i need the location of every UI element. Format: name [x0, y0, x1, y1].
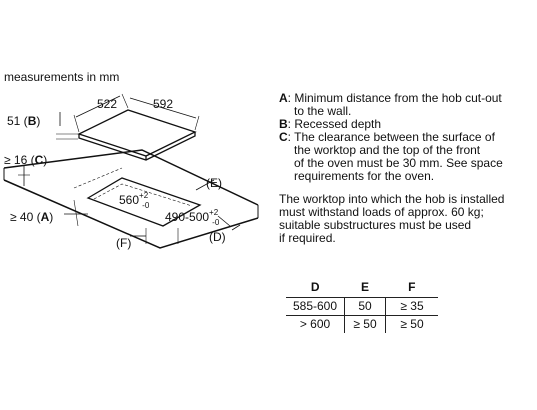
table-row: 585-600 50 ≥ 35 — [286, 297, 438, 316]
worktop-load-note: The worktop into which the hob is instal… — [279, 192, 505, 245]
e-label: (E) — [206, 176, 222, 190]
top-width-label: 522 — [97, 97, 118, 111]
clearance-table: D E F 585-600 50 ≥ 35 > 600 ≥ 50 ≥ 50 — [286, 278, 438, 333]
worktop-back-edge — [3, 149, 259, 206]
cutout-depth-label: 490-500+2-0 — [165, 208, 220, 227]
top-depth-label: 592 — [153, 97, 174, 111]
cutout-width-label: 560+2-0 — [119, 191, 150, 210]
table-header-row: D E F — [310, 280, 416, 294]
depth-dimension-line — [129, 97, 197, 119]
f-label: (F) — [116, 236, 132, 250]
table-row: > 600 ≥ 50 ≥ 50 — [286, 315, 438, 333]
worktop-cutout — [86, 177, 202, 227]
hob-top-plate — [77, 109, 197, 157]
clearance-c-label: ≥ 16 (C) — [4, 153, 48, 167]
units-label: measurements in mm — [4, 70, 120, 84]
width-dimension-line — [75, 95, 121, 118]
distance-a-label: ≥ 40 (A) — [10, 210, 54, 224]
recessed-depth-label: 51 (B) — [7, 114, 41, 128]
legend-c: C: The clearance between the surface of … — [279, 130, 503, 183]
legend-b: B: Recessed depth — [279, 117, 382, 131]
worktop-front-edge — [3, 179, 259, 249]
legend-a: A: Minimum distance from the hob cut-out… — [279, 91, 502, 118]
d-label: (D) — [209, 230, 226, 244]
